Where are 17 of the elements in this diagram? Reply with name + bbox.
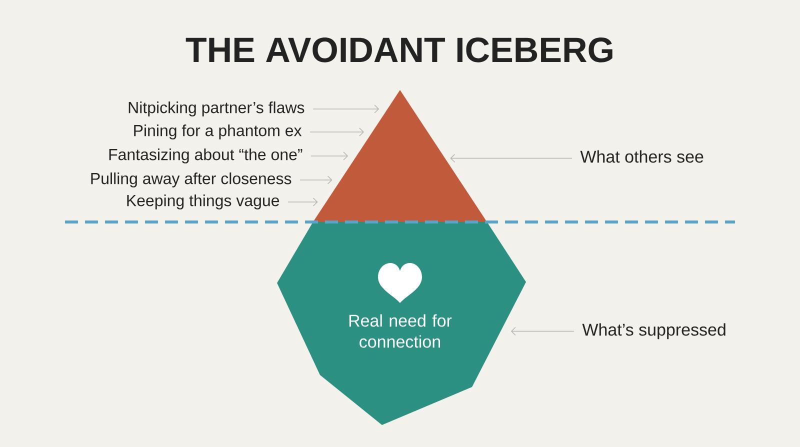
- annotation-label: What others see: [580, 150, 704, 163]
- arrow: [310, 128, 364, 136]
- annotation-label: Nitpicking partner’s flaws: [128, 101, 304, 116]
- arrow: [300, 176, 332, 184]
- annotation-label: What’s suppressed: [582, 323, 726, 340]
- annotation-label: Keeping things vague: [127, 194, 280, 210]
- annotation-label: Fantasizing about “the one”: [109, 148, 302, 164]
- arrow: [310, 152, 348, 160]
- arrow: [450, 154, 572, 163]
- iceberg-body: Real need for connection: [277, 222, 526, 425]
- annotation-label: Pulling away after closeness: [91, 172, 292, 188]
- title: THE AVOIDANT ICEBERG: [186, 38, 612, 62]
- arrow: [510, 326, 574, 336]
- iceberg-tip: [313, 90, 487, 222]
- annotation-label: Pining for a phantom ex: [134, 124, 302, 140]
- arrow: [312, 104, 380, 114]
- arrow: [288, 198, 318, 206]
